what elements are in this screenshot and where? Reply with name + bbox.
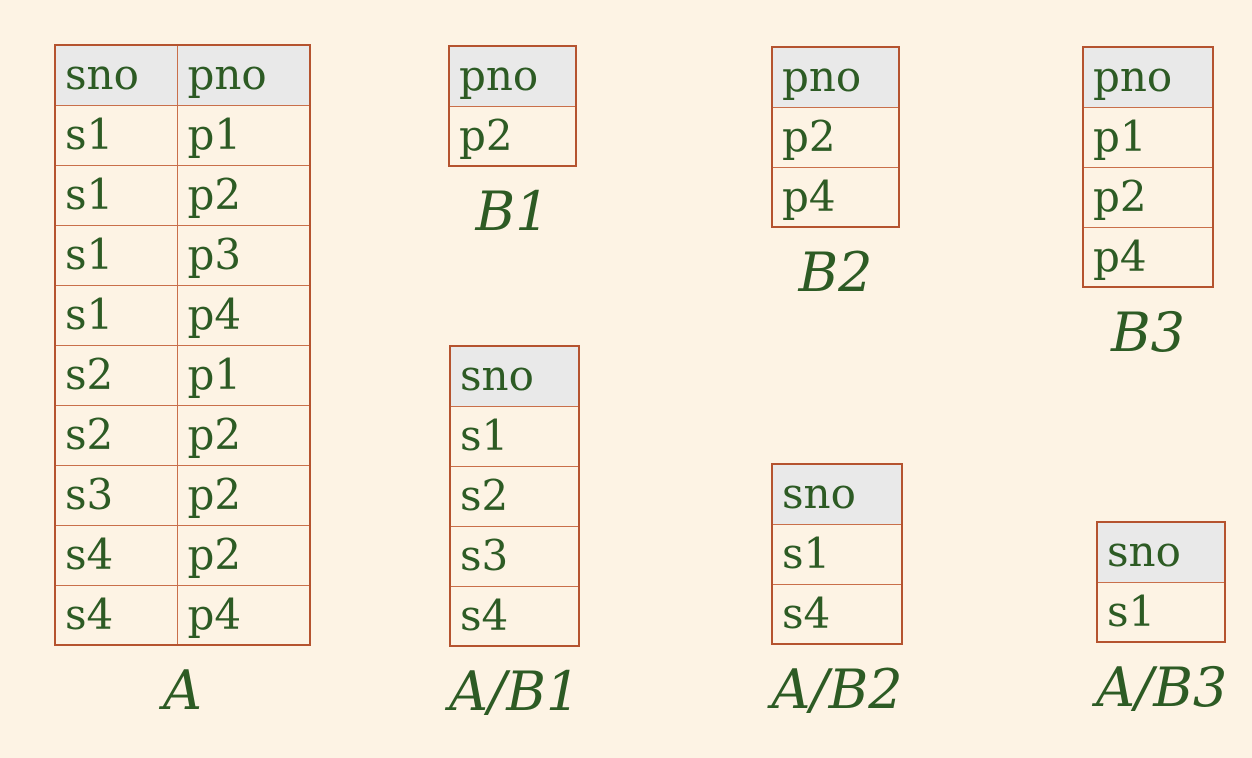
table-cell: s4 — [771, 583, 903, 645]
table-cell: p1 — [1082, 106, 1214, 168]
table-cell: s1 — [449, 405, 580, 467]
table-cell: p2 — [177, 164, 311, 226]
relation-a-div-b1-label: A/B1 — [449, 660, 581, 723]
table-row: s4 — [771, 583, 903, 645]
header-row: sno — [1096, 521, 1226, 583]
table-cell: p4 — [771, 166, 900, 228]
column-header: pno — [1082, 46, 1214, 108]
table-cell: p2 — [177, 404, 311, 466]
column-header: pno — [771, 46, 900, 108]
table-cell: s1 — [771, 523, 903, 585]
table-cell: s3 — [54, 464, 179, 526]
table-cell: s3 — [449, 525, 580, 587]
table-cell: s2 — [54, 404, 179, 466]
table-row: p2 — [771, 106, 900, 168]
table-row: s1 — [771, 523, 903, 585]
relation-a-label: A — [163, 659, 202, 722]
table-cell: p2 — [771, 106, 900, 168]
table-cell: p3 — [177, 224, 311, 286]
relation-a-div-b3-label: A/B3 — [1096, 656, 1228, 719]
table-cell: s1 — [54, 284, 179, 346]
table-row: p4 — [1082, 226, 1214, 288]
relation-b2-label: B2 — [798, 241, 873, 304]
table-cell: p4 — [1082, 226, 1214, 288]
header-row: pno — [1082, 46, 1214, 108]
table-cell: p2 — [177, 524, 311, 586]
table-cell: s1 — [54, 224, 179, 286]
column-header: pno — [448, 45, 577, 107]
table-row: p2 — [1082, 166, 1214, 228]
column-header: pno — [177, 44, 311, 106]
column-header: sno — [1096, 521, 1226, 583]
header-row: pno — [771, 46, 900, 108]
relation-b1-label: B1 — [475, 180, 550, 243]
table-cell: p4 — [177, 284, 311, 346]
column-header: sno — [449, 345, 580, 407]
column-header: sno — [771, 463, 903, 525]
relation-b3-label: B3 — [1110, 301, 1186, 364]
relation-a-div-b2-label: A/B2 — [771, 658, 903, 721]
table-row: s3 — [449, 525, 580, 587]
table-row: p1 — [1082, 106, 1214, 168]
table-cell: s4 — [449, 585, 580, 647]
table-row: s1 — [1096, 581, 1226, 643]
table-row: p2 — [448, 105, 577, 167]
column-header: sno — [54, 44, 179, 106]
table-cell: p2 — [177, 464, 311, 526]
table-cell: s4 — [54, 524, 179, 586]
table-cell: s4 — [54, 584, 179, 646]
table-cell: s2 — [54, 344, 179, 406]
table-cell: p1 — [177, 104, 311, 166]
table-cell: p2 — [1082, 166, 1214, 228]
header-row: sno — [771, 463, 903, 525]
table-row: s2 — [449, 465, 580, 527]
table-cell: s2 — [449, 465, 580, 527]
table-cell: p1 — [177, 344, 311, 406]
table-cell: p4 — [177, 584, 311, 646]
table-cell: s1 — [54, 164, 179, 226]
table-cell: s1 — [1096, 581, 1226, 643]
table-cell: s1 — [54, 104, 179, 166]
table-row: p4 — [771, 166, 900, 228]
table-row: s4 — [449, 585, 580, 647]
header-row: pno — [448, 45, 577, 107]
table-row: s1 — [449, 405, 580, 467]
header-row: sno — [449, 345, 580, 407]
table-cell: p2 — [448, 105, 577, 167]
